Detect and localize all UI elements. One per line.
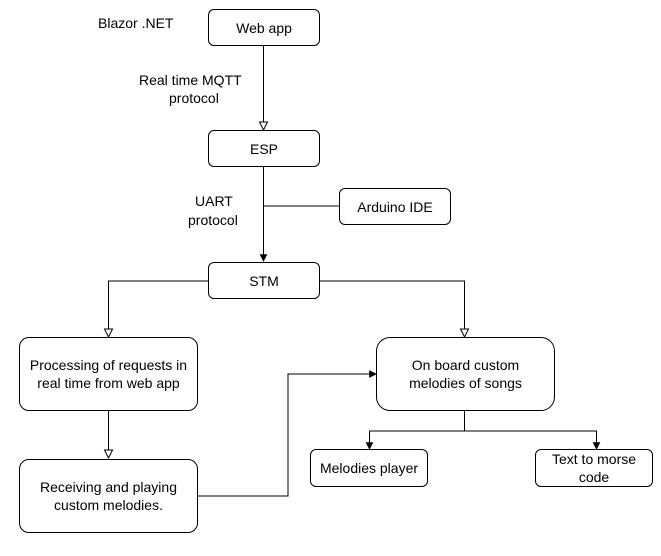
label-uart-line2: protocol [188,212,238,228]
node-receiving: Receiving and playing custom melodies. [19,459,198,533]
edge-stm-processing [109,280,208,337]
node-web-app: Web app [208,9,320,46]
edge-stm-onboard [320,280,465,337]
node-onboard: On board custom melodies of songs [376,337,555,411]
label-uart-line1: UART [195,193,233,209]
node-web-app-label: Web app [236,19,292,36]
node-arduino-ide: Arduino IDE [339,188,451,225]
node-melodies-player: Melodies player [310,449,428,487]
node-arduino-ide-label: Arduino IDE [357,198,433,215]
node-stm: STM [208,262,320,299]
node-processing: Processing of requests in real time from… [19,337,198,411]
edge-onboard-morse [464,430,597,449]
node-onboard-label: On board custom melodies of songs [409,357,522,391]
label-blazor: Blazor .NET [98,15,174,31]
node-text-to-morse: Text to morse code [535,449,653,487]
edge-receiving-onboard [197,374,376,497]
node-melodies-player-label: Melodies player [319,460,419,476]
node-processing-label: Processing of requests in real time from… [29,357,188,391]
node-stm-label: STM [249,272,279,289]
edge-onboard-split [370,411,465,449]
node-receiving-label: Receiving and playing custom melodies. [40,479,177,513]
node-esp-label: ESP [249,140,278,157]
node-esp: ESP [208,130,320,167]
node-text-to-morse-label: Text to morse code [551,451,637,485]
label-mqtt-line1: Real time MQTT [139,72,242,88]
label-mqtt-line2: protocol [169,90,219,106]
